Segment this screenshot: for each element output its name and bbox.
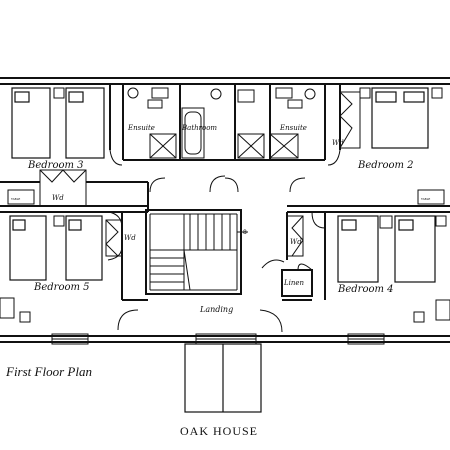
beds: [9, 87, 436, 283]
staircase: [145, 209, 248, 295]
interior-walls: [0, 84, 450, 301]
plan-title: First Floor Plan: [6, 364, 92, 379]
label-bedroom-2: Bedroom 2: [357, 160, 414, 171]
bedside-tables: [19, 87, 447, 323]
label-wd-bedroom-2: Wd: [332, 139, 344, 147]
label-landing: Landing: [199, 305, 233, 314]
dressing-table-label-right: TABLE: [420, 197, 430, 201]
front-windows: [51, 333, 385, 345]
label-bedroom-3: Bedroom 3: [27, 160, 84, 171]
label-ensuite-left: Ensuite: [127, 124, 155, 132]
bathroom-fixtures: [127, 87, 316, 159]
stair-marker: 8: [243, 229, 247, 236]
porch: [184, 343, 262, 413]
label-bathroom: Bathroom: [181, 124, 217, 132]
label-ensuite-right: Ensuite: [279, 124, 307, 132]
label-bedroom-4: Bedroom 4: [337, 284, 394, 295]
wardrobes: [39, 91, 361, 257]
outer-walls: [0, 77, 450, 343]
label-bedroom-5: Bedroom 5: [33, 282, 90, 293]
dressing-table-label-left: TABLE: [10, 197, 20, 201]
label-linen: Linen: [283, 279, 305, 287]
label-wd-bedroom-3: Wd: [52, 194, 64, 202]
label-wd-bedroom-5: Wd: [124, 234, 136, 242]
dressing-tables: [0, 189, 450, 321]
label-wd-bedroom-4: Wd: [290, 238, 302, 246]
house-name: OAK HOUSE: [180, 424, 258, 438]
